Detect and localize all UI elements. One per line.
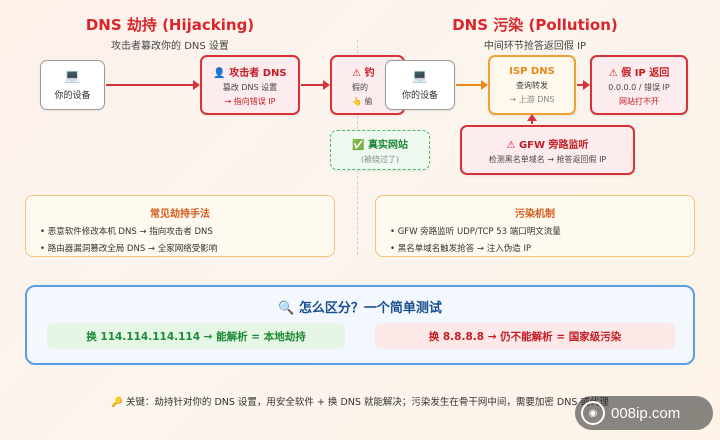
hijack-title: DNS 劫持 (Hijacking)	[85, 16, 255, 34]
gfw-title: ⚠ GFW 旁路监听	[506, 139, 589, 151]
hijack-method-item: • 恶意软件修改本机 DNS → 指向攻击者 DNS	[40, 227, 213, 237]
attacker-dns-box: 👤 攻击者 DNS 篡改 DNS 设置 → 指向错误 IP	[200, 55, 300, 115]
pollution-mechanism-panel: 污染机制 • GFW 旁路监听 UDP/TCP 53 端口明文流量 • 黑名单域…	[375, 195, 695, 257]
isp-dns-box: ISP DNS 查询转发 → 上游 DNS	[488, 55, 576, 115]
test-local-hijack: 换 114.114.114.114 → 能解析 = 本地劫持	[47, 323, 345, 349]
isp-dns-line1: 查询转发	[516, 80, 548, 90]
watermark-text: 008ip.com	[611, 404, 681, 422]
pollution-device-label: 你的设备	[401, 90, 438, 101]
pollution-arrow-2	[577, 80, 590, 90]
footer-note: 🔑 关键：劫持针对你的 DNS 设置，用安全软件 + 换 DNS 就能解决；污染…	[111, 397, 609, 408]
hijack-device-label: 你的设备	[54, 90, 91, 101]
laptop-icon-2: 💻	[411, 68, 429, 84]
attacker-dns-line1: 篡改 DNS 设置	[222, 82, 278, 92]
hijack-device-box: 💻 你的设备	[40, 60, 105, 110]
pollution-mechanism-title: 污染机制	[515, 209, 555, 220]
pollution-mechanism-item: • 黑名单域名触发抢答 → 注入伪造 IP	[390, 244, 532, 254]
test-national-pollution: 换 8.8.8.8 → 仍不能解析 = 国家级污染	[375, 323, 675, 349]
phishing-line1: 假的	[352, 82, 368, 92]
hijack-arrow-2	[301, 80, 330, 90]
fake-ip-title: ⚠ 假 IP 返回	[608, 67, 670, 79]
gfw-arrow	[527, 114, 537, 124]
pollution-device-box: 💻 你的设备	[385, 60, 455, 110]
fake-ip-line1: 0.0.0.0 / 错误 IP	[608, 82, 670, 92]
gfw-box: ⚠ GFW 旁路监听 检测黑名单域名 → 抢答返回假 IP	[460, 125, 635, 175]
hijack-methods-panel: 常见劫持手法 • 恶意软件修改本机 DNS → 指向攻击者 DNS • 路由器漏…	[25, 195, 335, 257]
pollution-mechanism-item: • GFW 旁路监听 UDP/TCP 53 端口明文流量	[390, 227, 561, 237]
pollution-title: DNS 污染 (Pollution)	[452, 16, 618, 34]
pollution-arrow-1	[456, 80, 488, 90]
signal-icon: ◉	[581, 401, 605, 425]
gfw-line1: 检测黑名单域名 → 抢答返回假 IP	[488, 154, 607, 164]
isp-dns-line2: → 上游 DNS	[509, 94, 555, 104]
hijack-methods-title: 常见劫持手法	[150, 209, 210, 220]
attacker-dns-title: 👤 攻击者 DNS	[213, 67, 287, 79]
watermark: ◉ 008ip.com	[575, 396, 713, 430]
attacker-dns-line2: → 指向错误 IP	[224, 96, 276, 106]
hijack-method-item: • 路由器漏洞篡改全局 DNS → 全家网络受影响	[40, 244, 218, 254]
real-site-title: ✅ 真实网站	[352, 139, 408, 151]
isp-dns-title: ISP DNS	[509, 65, 555, 77]
real-site-line1: (被绕过了)	[360, 154, 400, 164]
laptop-icon: 💻	[64, 68, 81, 84]
fake-ip-box: ⚠ 假 IP 返回 0.0.0.0 / 错误 IP 网站打不开	[590, 55, 688, 115]
real-site-box: ✅ 真实网站 (被绕过了)	[330, 130, 430, 170]
phishing-line2: 👆 偷	[352, 96, 373, 106]
pollution-subtitle: 中间环节抢答返回假 IP	[483, 41, 587, 52]
hijack-arrow-1	[106, 80, 200, 90]
phishing-title: ⚠ 钓	[352, 67, 375, 79]
hijack-subtitle: 攻击者篡改你的 DNS 设置	[111, 41, 229, 52]
test-panel: 🔍 怎么区分？一个简单测试 换 114.114.114.114 → 能解析 = …	[25, 285, 695, 365]
test-title: 🔍 怎么区分？一个简单测试	[278, 301, 442, 316]
fake-ip-line2: 网站打不开	[619, 96, 659, 106]
